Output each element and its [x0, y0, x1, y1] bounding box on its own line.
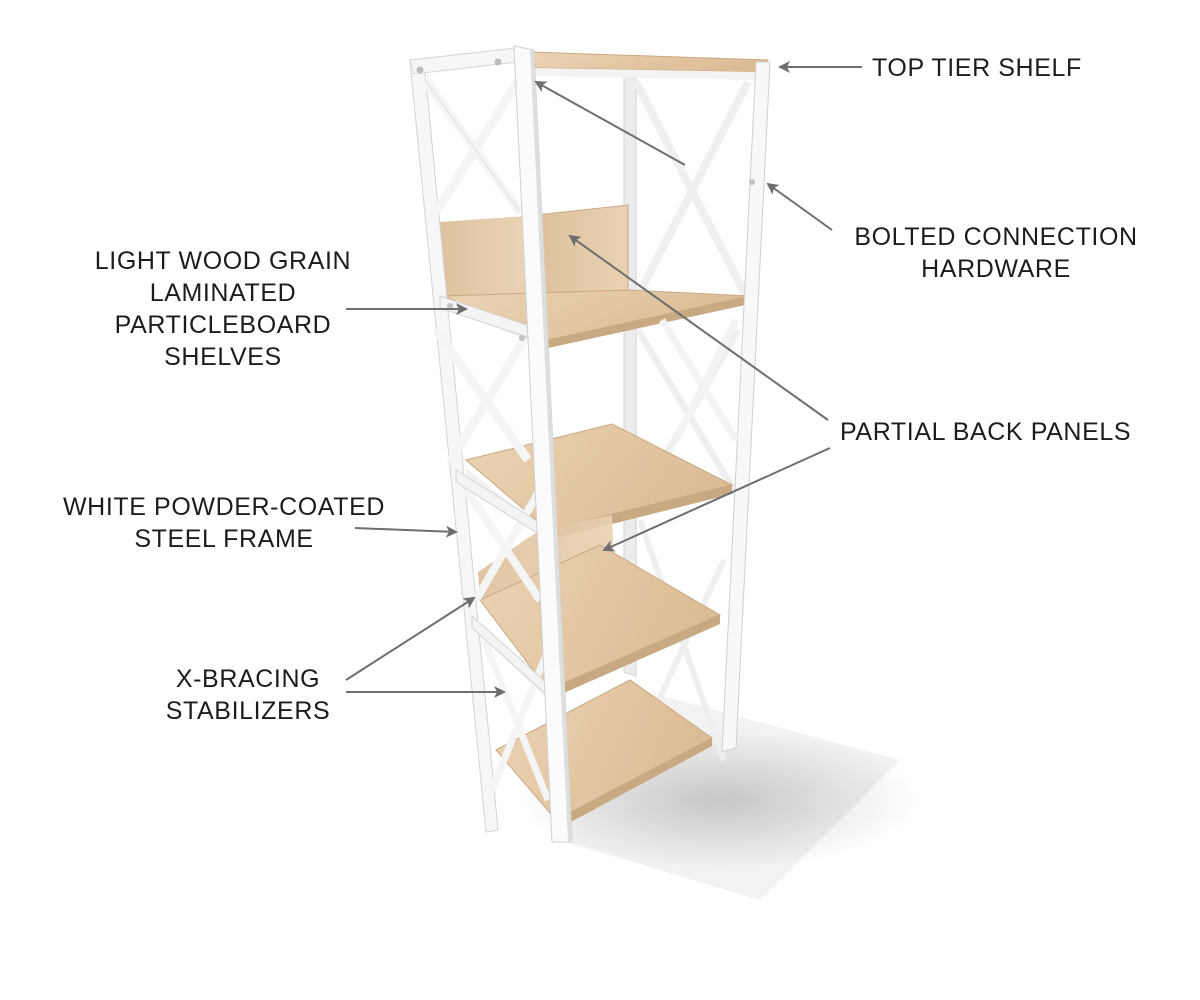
label-line: LIGHT WOOD GRAIN [94, 247, 352, 275]
arrow-bolted-hardware [766, 182, 833, 231]
label-line: STABILIZERS [165, 697, 331, 725]
shelf-2 [440, 204, 751, 348]
arrow-steel-frame [354, 525, 458, 538]
label-steel-frame: WHITE POWDER-COATED STEEL FRAME [48, 491, 400, 555]
label-line: SHELVES [164, 343, 282, 371]
callout-arrows [345, 61, 862, 698]
label-line: X-BRACING [175, 665, 321, 693]
label-line: PARTIAL BACK PANELS [840, 418, 1132, 446]
label-line: STEEL FRAME [134, 525, 314, 553]
label-partial-back-panels: PARTIAL BACK PANELS [840, 416, 1131, 448]
arrow-back-panel-upper [568, 234, 829, 421]
label-line: LAMINATED [149, 279, 297, 307]
arrow-top-tier-shelf-2 [534, 81, 686, 166]
label-x-bracing-stabilizers: X-BRACING STABILIZERS [150, 663, 346, 727]
shelf-4 [478, 515, 722, 700]
label-line: BOLTED CONNECTION [854, 223, 1138, 251]
top-tier-shelf [529, 51, 769, 80]
right-side-bracing [659, 318, 740, 442]
front-left-post [513, 45, 573, 843]
label-bolted-connection-hardware: BOLTED CONNECTION HARDWARE [846, 221, 1146, 285]
arrow-x-bracing-upper [345, 596, 476, 681]
arrow-back-panel-lower [602, 447, 831, 552]
label-line: HARDWARE [921, 255, 1071, 283]
label-top-tier-shelf: TOP TIER SHELF [872, 52, 1082, 84]
label-line: PARTICLEBOARD [114, 311, 332, 339]
label-line: WHITE POWDER-COATED [62, 493, 386, 521]
label-line: TOP TIER SHELF [872, 54, 1082, 82]
label-wood-grain-shelves: LIGHT WOOD GRAIN LAMINATED PARTICLEBOARD… [80, 245, 366, 373]
left-side-frame [409, 47, 552, 833]
front-right-post [721, 61, 771, 753]
